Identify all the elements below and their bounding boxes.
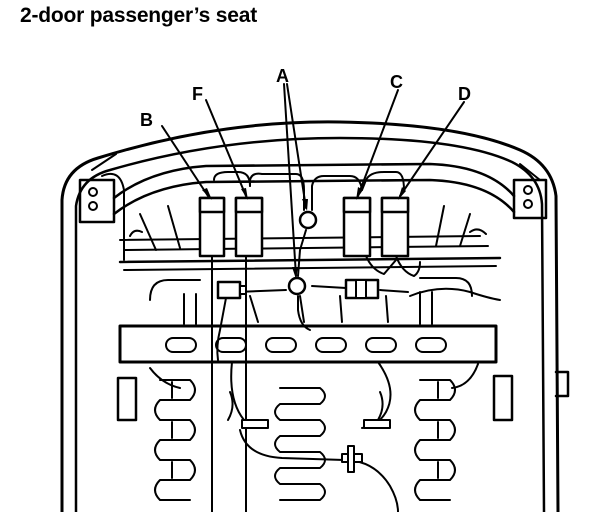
callout-d: D (458, 84, 471, 104)
connector-b (198, 196, 226, 258)
callout-c: C (390, 72, 403, 92)
callout-a: A (276, 66, 289, 86)
middle-frame (118, 256, 502, 325)
ground-point-a-lower (287, 276, 307, 296)
seat-springs (154, 379, 456, 501)
connector-mid-right (344, 278, 380, 300)
upper-frame (78, 162, 548, 251)
page-title: 2-door passenger’s seat (20, 4, 257, 27)
ground-point-a-upper (298, 210, 318, 230)
cross-bar (118, 324, 498, 364)
lower-clips (241, 419, 391, 473)
callout-f: F (192, 84, 203, 104)
lower-side-brackets (116, 370, 570, 422)
seat-back-frame (60, 120, 560, 512)
leader-arrowheads (202, 187, 406, 279)
connector-mid-left (216, 280, 247, 300)
callout-b: B (140, 110, 153, 130)
connector-d (380, 196, 410, 258)
connector-c (342, 196, 372, 258)
leader-lines (161, 83, 465, 277)
connector-f (234, 196, 264, 258)
